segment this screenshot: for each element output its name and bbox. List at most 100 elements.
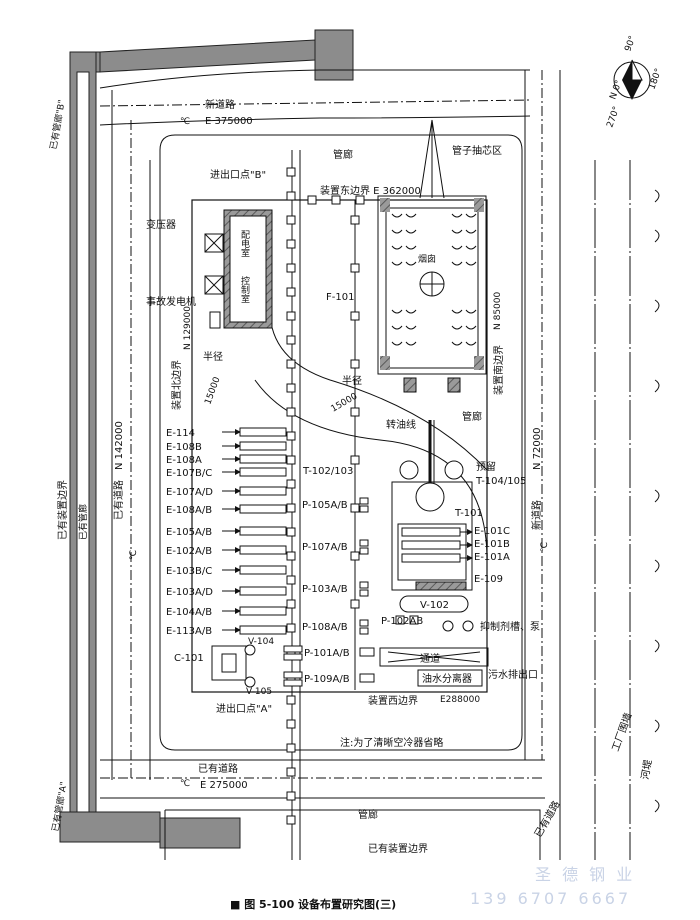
rack-node [350, 551, 360, 561]
furnace-tube [391, 261, 403, 266]
new-road-top-label: 新道路 [205, 98, 235, 111]
furnace-tube [465, 325, 477, 330]
exchanger-bar [239, 486, 287, 496]
radius-label-south: 半径 [342, 374, 362, 387]
rack-node [286, 503, 296, 513]
transformer-label: 变压器 [146, 218, 176, 231]
rack-node [355, 195, 365, 205]
v104-label: V-104 [248, 637, 274, 647]
pump-labels: P-105A/BP-107A/BP-103A/BP-108A/BP-101A/B… [302, 500, 350, 685]
pump-box [359, 547, 369, 555]
rack-node [286, 167, 296, 177]
furnace-tube [391, 341, 403, 346]
pump-box [359, 619, 369, 627]
c101-label: C-101 [174, 653, 204, 664]
e109-label: E-109 [474, 574, 503, 585]
rack-node [286, 215, 296, 225]
pump-label: P-108A/B [302, 622, 348, 633]
e101-bar [401, 540, 461, 550]
pump-box [359, 539, 369, 547]
pump-label: P-107A/B [302, 542, 348, 553]
existing-pipe-b-label: 已有管廊"B" [47, 99, 68, 151]
exchanger-bar [239, 565, 287, 575]
furnace-tube [391, 245, 403, 250]
rack-node [286, 455, 296, 465]
control-room-label: 控制室 [239, 275, 250, 303]
centerline-left: ℃ [129, 550, 139, 560]
exchanger-label: E-108A/B [166, 505, 212, 516]
sewage-label: 污水排出口 [488, 668, 538, 681]
e101-bar [401, 553, 461, 563]
rack-node [286, 479, 296, 489]
rack-node [286, 191, 296, 201]
exchanger-label: E-113A/B [166, 626, 212, 637]
pipe-rack-bottom-label: 管廊 [358, 808, 378, 821]
furnace-tube [391, 309, 403, 314]
p102ab-label: P-102AB [381, 616, 423, 627]
north-boundary-label: 装置北边界 [170, 360, 183, 410]
exchanger-label: E-108A [166, 455, 202, 466]
pump-box [283, 645, 303, 653]
pump-box [283, 671, 303, 679]
rack-node [350, 311, 360, 321]
f101-label: F-101 [326, 292, 354, 303]
t101-label: T-101 [454, 508, 483, 519]
existing-road-br-label: 已有道路 [531, 798, 562, 839]
exchanger-bar [239, 586, 287, 596]
pump-box [359, 505, 369, 513]
pump-box [283, 653, 303, 661]
radius-value-north: 15000 [203, 375, 222, 406]
exchanger-label: E-103A/D [166, 587, 213, 598]
rack-node [286, 239, 296, 249]
t104-label: T-104/105 [475, 476, 526, 487]
furnace-tube [405, 229, 417, 234]
furnace-tube [451, 309, 463, 314]
centerline-right: ℃ [540, 542, 550, 552]
furnace-tube [451, 213, 463, 218]
power-room-label: 配电室 [239, 230, 250, 257]
exchanger-bar [239, 545, 287, 555]
radius-label-north: 半径 [203, 350, 223, 363]
figure-caption: ■ 图 5-100 设备布置研究图(三) [230, 897, 396, 911]
emergency-gen-label: 事故发电机 [146, 295, 196, 308]
rack-node [350, 455, 360, 465]
c101-unit [211, 644, 256, 688]
note-text: 注:为了清晰空冷器省略 [340, 736, 443, 749]
rack-node [286, 719, 296, 729]
exchanger-bar [239, 504, 287, 514]
rack-node [286, 431, 296, 441]
rack-node [286, 743, 296, 753]
rack-node [286, 335, 296, 345]
exchanger-label: E-102A/B [166, 546, 212, 557]
furnace-tube [451, 341, 463, 346]
rack-node [286, 791, 296, 801]
rack-node [286, 287, 296, 297]
entry-point-a-label: 进出口点"A" [216, 702, 272, 715]
furnace-tube [451, 245, 463, 250]
lower-equipment [379, 581, 489, 687]
furnace-tube [391, 325, 403, 330]
rack-node [286, 407, 296, 417]
furnace-tube [405, 325, 417, 330]
pump-label: P-103A/B [302, 584, 348, 595]
furnace-tube [391, 229, 403, 234]
compass-w: 270° [605, 105, 622, 129]
rack-node [286, 383, 296, 393]
rack-node [331, 195, 341, 205]
new-road-right-coord: N 72000 [532, 428, 543, 470]
furnace-tube [391, 213, 403, 218]
pump-box [359, 497, 369, 505]
rack-node [286, 767, 296, 777]
rack-node [286, 575, 296, 585]
left-exchanger-bars [222, 427, 287, 635]
watermark-line2: 139 6707 6667 [470, 889, 631, 908]
furnace-tube [405, 309, 417, 314]
exchanger-label: E-107B/C [166, 468, 212, 479]
furnace-tube [405, 261, 417, 266]
rack-node [286, 527, 296, 537]
rack-node [286, 263, 296, 273]
radius-arc-south [254, 379, 488, 561]
south-boundary-coord: N 85000 [493, 292, 503, 330]
west-boundary-coord: E288000 [440, 695, 480, 705]
